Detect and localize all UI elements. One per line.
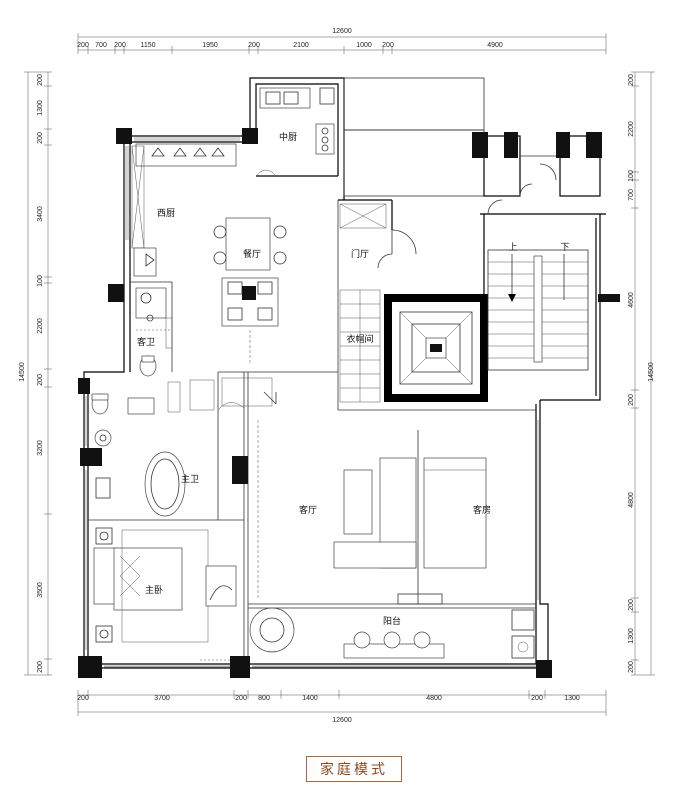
right-dim-9: 1300 [628, 628, 635, 644]
plan-mode-label: 家庭模式 [306, 756, 402, 782]
left-dim-10: 200 [37, 661, 44, 673]
west-kitchen-fixtures [131, 143, 237, 277]
room-label-canting: 餐厅 [243, 248, 261, 260]
foyer-fixtures [339, 203, 417, 403]
left-total-dim: 14500 [19, 362, 26, 382]
left-dimension-chain: 200 1300 200 3400 100 2200 200 3200 3500… [19, 71, 52, 676]
left-dim-7: 200 [37, 374, 44, 386]
stair-down-label: 下 [560, 243, 569, 253]
right-dim-6: 200 [628, 394, 635, 406]
structural-columns [78, 128, 620, 678]
right-total-dim: 14500 [648, 362, 655, 382]
room-label-keting: 客厅 [299, 504, 317, 516]
top-dim-9: 200 [382, 42, 394, 49]
bottom-dim-2: 3700 [154, 695, 170, 702]
bottom-dim-7: 200 [531, 695, 543, 702]
top-dim-2: 700 [95, 42, 107, 49]
room-label-menting: 门厅 [351, 248, 369, 260]
dining-table [213, 217, 287, 364]
top-total-dim: 12600 [332, 28, 352, 35]
top-dim-4: 1150 [140, 42, 155, 49]
room-label-kewei: 客卫 [137, 336, 155, 348]
left-dim-2: 1300 [37, 100, 44, 116]
walls [83, 77, 606, 669]
top-dim-8: 1000 [356, 42, 372, 49]
right-dim-7: 4800 [628, 492, 635, 508]
room-labels: 中厨 西厨 餐厅 门厅 客卫 衣帽间 主卫 客厅 客房 主卧 阳台 [137, 131, 491, 627]
top-dim-1: 200 [77, 42, 89, 49]
left-dim-3: 200 [37, 132, 44, 144]
right-dim-4: 700 [628, 189, 635, 201]
left-dim-4: 3400 [37, 206, 44, 222]
top-dim-7: 2100 [293, 42, 309, 49]
guest-bath-fixtures [135, 287, 173, 377]
master-bedroom-furniture [93, 527, 237, 661]
bottom-dim-5: 1400 [302, 695, 318, 702]
bottom-dim-1: 200 [77, 695, 89, 702]
living-room-furniture [257, 420, 487, 604]
left-dim-1: 200 [37, 74, 44, 86]
top-dimension-chain: 12600 200 700 200 1150 1950 200 2100 100… [77, 28, 607, 54]
right-dim-5: 4600 [628, 292, 635, 308]
room-label-zhuwo: 主卧 [145, 584, 163, 596]
right-dim-2: 2200 [628, 121, 635, 137]
bottom-dimension-chain: 200 3700 200 800 1400 4800 200 1300 1260… [77, 690, 607, 724]
kitchen-fixtures [255, 87, 335, 177]
right-dimension-chain: 200 2200 100 700 4600 200 4800 200 1300 … [628, 71, 655, 676]
right-dim-8: 200 [628, 599, 635, 611]
top-dim-6: 200 [248, 42, 260, 49]
elevator [399, 311, 473, 385]
room-label-yimaojian: 衣帽间 [346, 333, 373, 345]
bottom-dim-4: 800 [258, 695, 270, 702]
right-dim-1: 200 [628, 74, 635, 86]
left-dim-8: 3200 [37, 440, 44, 456]
room-label-yangtai: 阳台 [383, 615, 401, 627]
right-dim-3: 100 [628, 170, 635, 182]
room-label-zhongchu: 中厨 [279, 131, 297, 143]
room-label-xichu: 西厨 [157, 208, 175, 219]
left-dim-9: 3500 [37, 582, 44, 598]
top-dim-10: 4900 [487, 42, 503, 49]
master-bath-fixtures [91, 377, 277, 517]
room-label-zhuwei: 主卫 [181, 473, 199, 485]
top-dim-5: 1950 [202, 42, 218, 49]
top-dim-3: 200 [114, 42, 126, 49]
right-dim-10: 200 [628, 661, 635, 673]
windows [85, 137, 539, 668]
stair-up-label: 上 [508, 242, 517, 253]
bottom-dim-6: 4800 [426, 695, 442, 702]
balcony-furniture [249, 593, 535, 659]
bottom-dim-8: 1300 [564, 695, 580, 702]
left-dim-5: 100 [37, 275, 44, 287]
stairs: 上 下 [487, 163, 589, 371]
bottom-total-dim: 12600 [332, 717, 352, 724]
room-label-kefang: 客房 [473, 504, 491, 516]
left-dim-6: 2200 [37, 318, 44, 334]
bottom-dim-3: 200 [235, 695, 247, 702]
